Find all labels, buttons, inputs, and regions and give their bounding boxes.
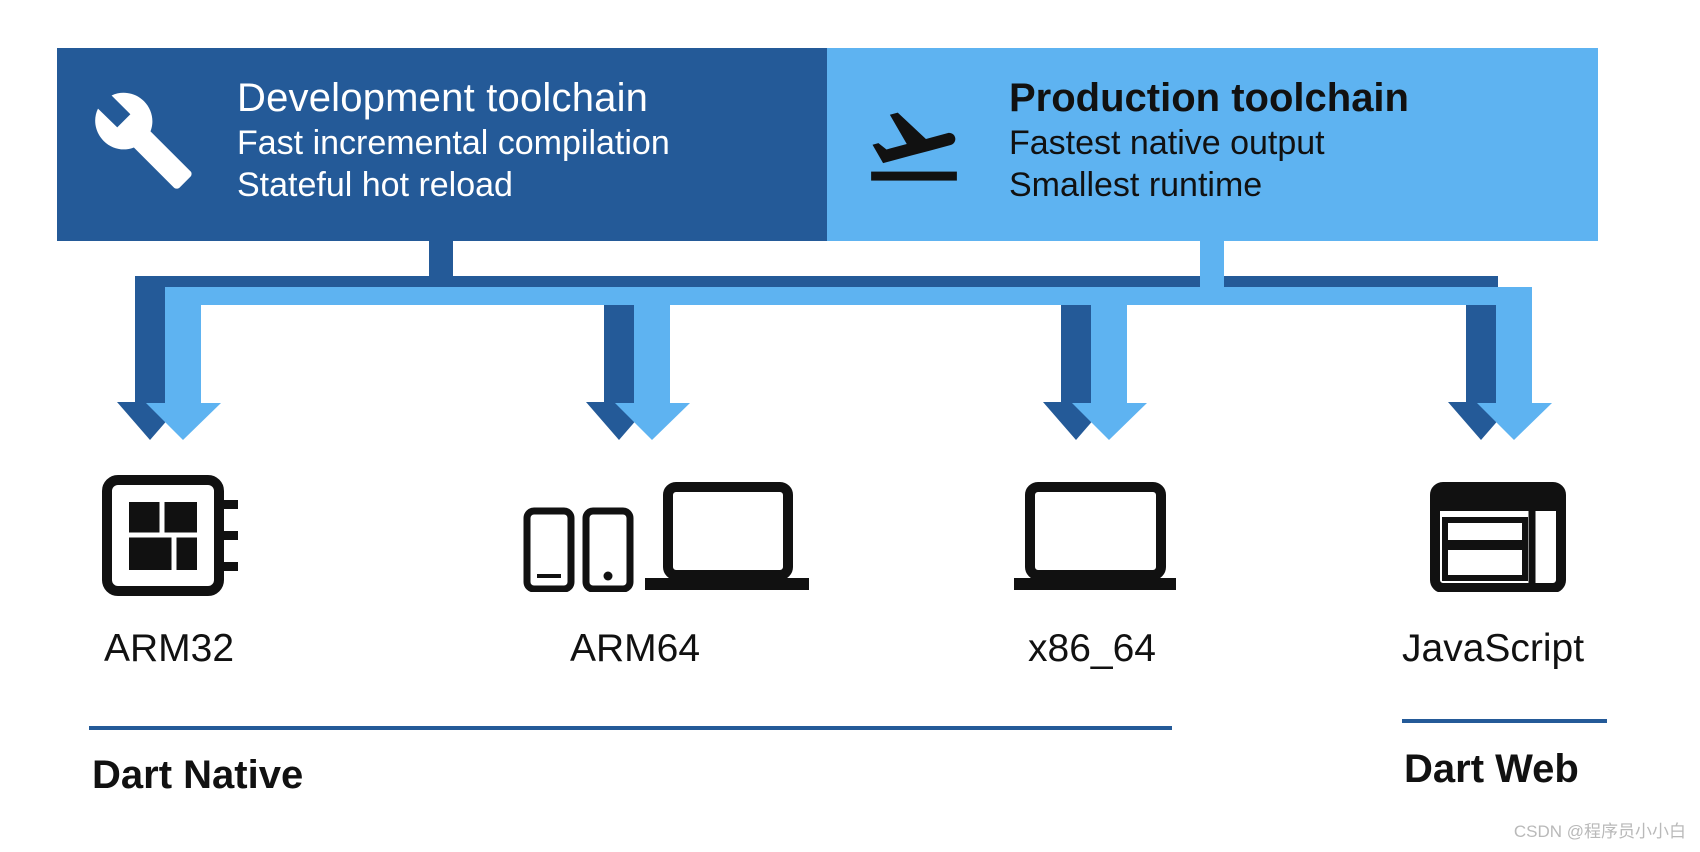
mobile-and-laptop-icon bbox=[521, 482, 811, 597]
dart-native-label: Dart Native bbox=[92, 753, 304, 797]
watermark: CSDN @程序员小小白 bbox=[1513, 822, 1686, 841]
laptop-icon bbox=[1013, 482, 1178, 597]
production-toolchain-text: Production toolchain Fastest native outp… bbox=[1009, 78, 1409, 202]
development-connector bbox=[117, 241, 1514, 440]
dart-web-label: Dart Web bbox=[1404, 747, 1579, 791]
development-feature-2: Stateful hot reload bbox=[237, 166, 513, 204]
wrench-icon bbox=[91, 88, 196, 198]
web-browser-icon bbox=[1430, 482, 1566, 597]
target-label-arm32: ARM32 bbox=[104, 627, 235, 670]
production-feature-1: Fastest native output bbox=[1009, 124, 1325, 162]
dart-native-underline bbox=[89, 726, 1172, 730]
dart-web-underline bbox=[1402, 719, 1607, 723]
target-label-arm64: ARM64 bbox=[570, 627, 701, 670]
development-toolchain-text: Development toolchain Fast incremental c… bbox=[237, 78, 670, 202]
production-toolchain-panel: Production toolchain Fastest native outp… bbox=[827, 48, 1598, 241]
production-feature-2: Smallest runtime bbox=[1009, 166, 1263, 204]
target-label-x86-64: x86_64 bbox=[1028, 627, 1156, 670]
target-label-javascript: JavaScript bbox=[1402, 627, 1585, 670]
production-arrow-x86 bbox=[1072, 287, 1147, 440]
production-toolchain-title: Production toolchain bbox=[1009, 76, 1409, 120]
chip-icon bbox=[102, 475, 240, 602]
airplane-takeoff-icon bbox=[865, 98, 963, 191]
production-arrow-javascript bbox=[1477, 287, 1552, 440]
production-arrow-arm64 bbox=[615, 287, 690, 440]
development-toolchain-title: Development toolchain bbox=[237, 76, 649, 120]
development-feature-1: Fast incremental compilation bbox=[237, 124, 670, 162]
production-arrow-arm32 bbox=[146, 287, 221, 440]
development-toolchain-panel: Development toolchain Fast incremental c… bbox=[57, 48, 827, 241]
production-connector bbox=[146, 241, 1552, 440]
